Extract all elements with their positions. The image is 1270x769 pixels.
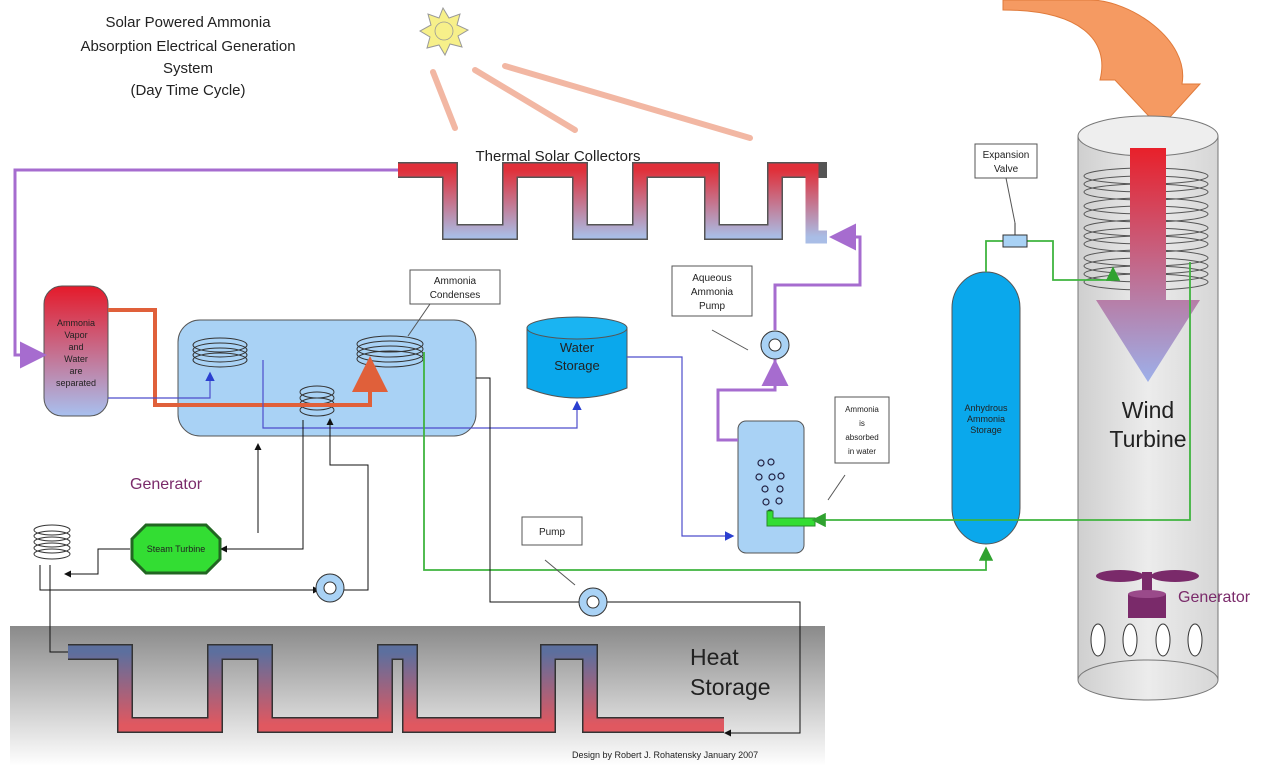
wind-turbine-label-1: Wind xyxy=(1122,397,1174,423)
title-line-3: System xyxy=(163,60,213,77)
wind-turbine-flow-arrow xyxy=(1096,148,1200,382)
callout-pump: Pump xyxy=(521,516,583,586)
title-line-1: Solar Powered Ammonia xyxy=(105,14,271,31)
absorbed-label-4: in water xyxy=(848,447,876,456)
condenser-coil-left xyxy=(192,337,248,368)
absorbed-label-2: is xyxy=(859,419,865,428)
separator-label-4: Water xyxy=(64,354,88,364)
aqueous-pump-label-1: Aqueous xyxy=(692,273,731,284)
wind-turbine-label-2: Turbine xyxy=(1109,426,1186,452)
heat-storage-label-1: Heat xyxy=(690,644,739,670)
wind-arrow xyxy=(1002,0,1202,129)
wind-generator-icon xyxy=(1096,570,1199,618)
diagram-title: Solar Powered Ammonia Absorption Electri… xyxy=(80,14,295,99)
pump-label: Pump xyxy=(539,527,566,538)
anhydrous-label-2: Ammonia xyxy=(967,414,1005,424)
absorber-tank xyxy=(737,420,805,554)
separator-label-1: Ammonia xyxy=(57,318,95,328)
title-line-4: (Day Time Cycle) xyxy=(130,82,245,99)
pump-icon-aqueous xyxy=(760,330,790,360)
separator-label-2: Vapor xyxy=(64,330,87,340)
heat-storage-serpentine xyxy=(68,645,724,732)
absorbed-label-3: absorbed xyxy=(845,433,878,442)
callout-expansion-valve: Expansion Valve xyxy=(974,143,1038,224)
condenser-generator-box xyxy=(177,319,477,437)
callout-aqueous-pump: Aqueous Ammonia Pump xyxy=(671,265,753,351)
pump-icon-main xyxy=(578,587,608,617)
separator-label-5: are xyxy=(69,366,82,376)
black-pipes xyxy=(39,377,801,737)
solar-collectors-label: Thermal Solar Collectors xyxy=(475,148,640,165)
aqueous-pump-label-2: Ammonia xyxy=(691,287,734,298)
anhydrous-label-3: Storage xyxy=(970,425,1002,435)
green-pipes xyxy=(423,240,1191,571)
steam-turbine-label: Steam Turbine xyxy=(147,544,206,554)
separator-label-3: and xyxy=(68,342,83,352)
expansion-valve-label-2: Valve xyxy=(994,164,1019,175)
sun-icon xyxy=(418,6,470,57)
expansion-valve-label-1: Expansion xyxy=(983,150,1030,161)
title-line-2: Absorption Electrical Generation xyxy=(80,38,295,55)
callout-ammonia-condenses: Ammonia Condenses xyxy=(407,269,501,337)
blue-pipes xyxy=(108,356,735,541)
water-storage-label-1: Water xyxy=(560,340,595,355)
orange-pipes xyxy=(108,308,388,407)
separator-label: Ammonia Vapor and Water are separated xyxy=(56,318,96,388)
design-credit: Design by Robert J. Rohatensky January 2… xyxy=(572,750,758,760)
aqueous-pump-label-3: Pump xyxy=(699,301,726,312)
anhydrous-label-1: Anhydrous xyxy=(964,403,1008,413)
absorbed-label-1: Ammonia xyxy=(845,405,879,414)
solar-collector-fill xyxy=(398,163,827,244)
callout-ammonia-absorbed: Ammonia is absorbed in water xyxy=(827,396,890,501)
ammonia-condenses-label-2: Condenses xyxy=(430,290,481,301)
separator-label-6: separated xyxy=(56,378,96,388)
expansion-valve-icon xyxy=(1002,223,1028,248)
wind-generator-label: Generator xyxy=(1178,589,1251,606)
water-storage-label-2: Storage xyxy=(554,358,600,373)
heat-storage-label-2: Storage xyxy=(690,674,771,700)
generator-coil-middle xyxy=(299,385,335,417)
pump-icon-generator xyxy=(315,573,345,603)
steam-turbine xyxy=(130,523,222,575)
sun-rays xyxy=(430,63,753,141)
heat-exchanger-coil xyxy=(33,524,71,560)
tower-vents xyxy=(1090,623,1203,657)
ammonia-condenses-label-1: Ammonia xyxy=(434,276,477,287)
water-storage-tank xyxy=(526,316,628,399)
solar-collector-serpentine xyxy=(398,162,827,240)
generator-label: Generator xyxy=(130,476,203,493)
